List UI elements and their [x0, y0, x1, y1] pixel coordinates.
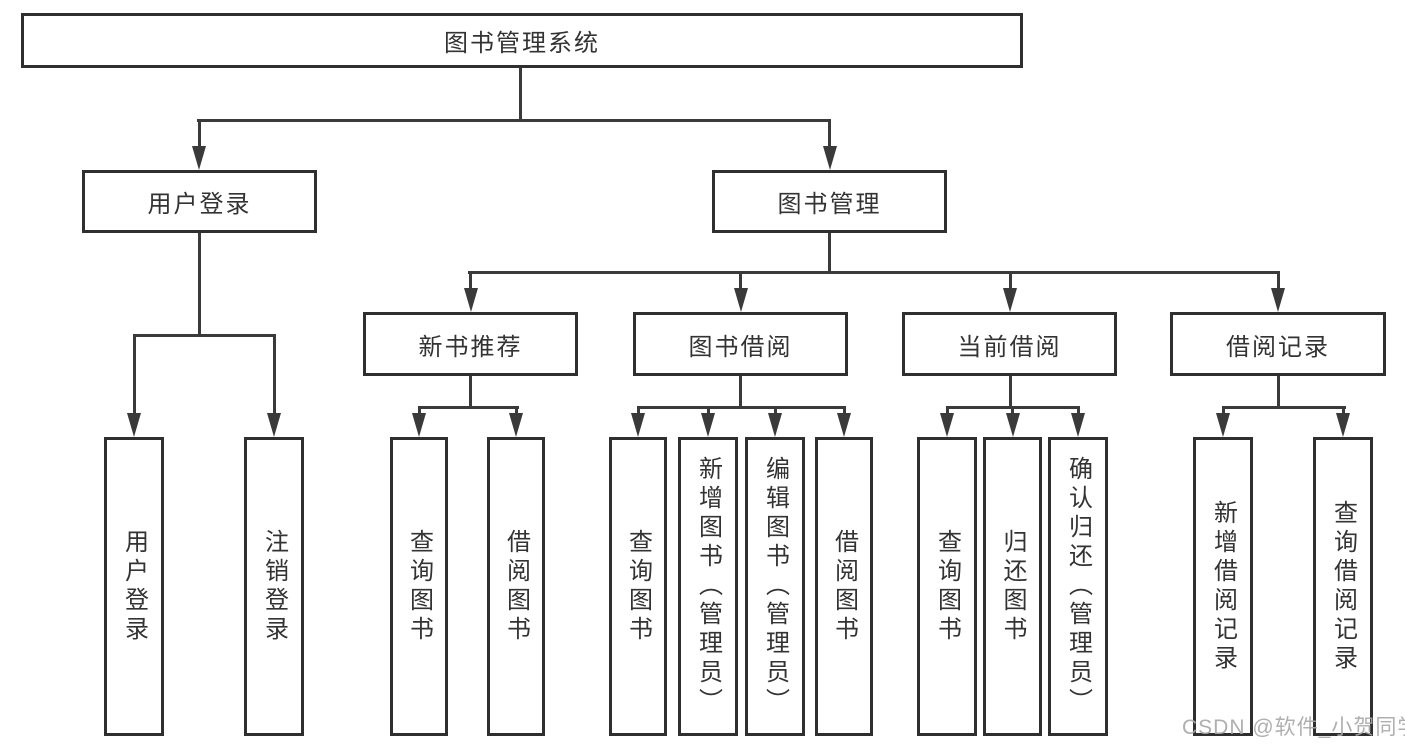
arrow-down-icon — [940, 406, 954, 437]
leaf-logout: 注销登录 — [244, 437, 304, 736]
node-borrow-records: 借阅记录 — [1170, 312, 1386, 376]
arrow-down-icon — [192, 119, 206, 170]
connector-records-rail — [1221, 406, 1346, 409]
arrow-down-icon — [509, 406, 523, 437]
connector-login-rail — [132, 334, 276, 337]
connector-borrow-rail — [636, 406, 846, 409]
connector-root-rail — [197, 119, 831, 122]
connector-login-stem — [197, 233, 201, 334]
connector-borrow-stem — [739, 376, 742, 406]
arrow-down-icon — [1003, 271, 1017, 312]
leaf-user-login: 用户登录 — [104, 437, 164, 736]
arrow-down-icon — [822, 119, 837, 170]
arrow-down-icon — [267, 334, 281, 437]
watermark: CSDN @软件_小贺同学 — [1182, 716, 1405, 739]
node-root-library-system: 图书管理系统 — [21, 13, 1023, 68]
leaf-query-books-current: 查询图书 — [917, 437, 977, 736]
arrow-down-icon — [733, 271, 748, 312]
arrow-down-icon — [412, 406, 426, 437]
connector-bookmgmt-stem — [828, 233, 831, 271]
connector-root-stem — [519, 68, 522, 119]
connector-bookmgmt-rail — [468, 271, 1280, 274]
arrow-down-icon — [631, 406, 645, 437]
arrow-down-icon — [768, 406, 782, 437]
leaf-query-books-recommend: 查询图书 — [390, 437, 448, 736]
node-book-management: 图书管理 — [712, 170, 947, 233]
arrow-down-icon — [1271, 271, 1285, 312]
arrow-down-icon — [463, 271, 478, 312]
leaf-query-books-borrow: 查询图书 — [609, 437, 667, 736]
leaf-borrow-books: 借阅图书 — [815, 437, 873, 736]
arrow-down-icon — [701, 406, 715, 437]
node-book-borrow: 图书借阅 — [633, 312, 848, 376]
node-user-login: 用户登录 — [82, 170, 317, 233]
arrow-down-icon — [1216, 406, 1230, 437]
arrow-down-icon — [1071, 406, 1085, 437]
leaf-edit-books-admin: 编辑图书（管理员） — [745, 437, 805, 736]
leaf-add-books-admin: 新增图书（管理员） — [678, 437, 738, 736]
arrow-down-icon — [837, 406, 851, 437]
leaf-query-borrow-record: 查询借阅记录 — [1313, 437, 1373, 736]
node-current-borrow: 当前借阅 — [902, 312, 1117, 376]
arrow-down-icon — [1005, 406, 1020, 437]
leaf-confirm-return-admin: 确认归还（管理员） — [1048, 437, 1108, 736]
leaf-add-borrow-record: 新增借阅记录 — [1193, 437, 1253, 736]
connector-newbooks-stem — [469, 376, 472, 406]
connector-current-stem — [1008, 376, 1012, 406]
connector-records-stem — [1276, 376, 1280, 406]
leaf-return-books: 归还图书 — [983, 437, 1042, 736]
arrow-down-icon — [127, 334, 141, 437]
connector-newbooks-rail — [417, 406, 519, 409]
node-new-book-recommend: 新书推荐 — [363, 312, 578, 376]
leaf-borrow-books-recommend: 借阅图书 — [487, 437, 545, 736]
arrow-down-icon — [1336, 406, 1350, 437]
